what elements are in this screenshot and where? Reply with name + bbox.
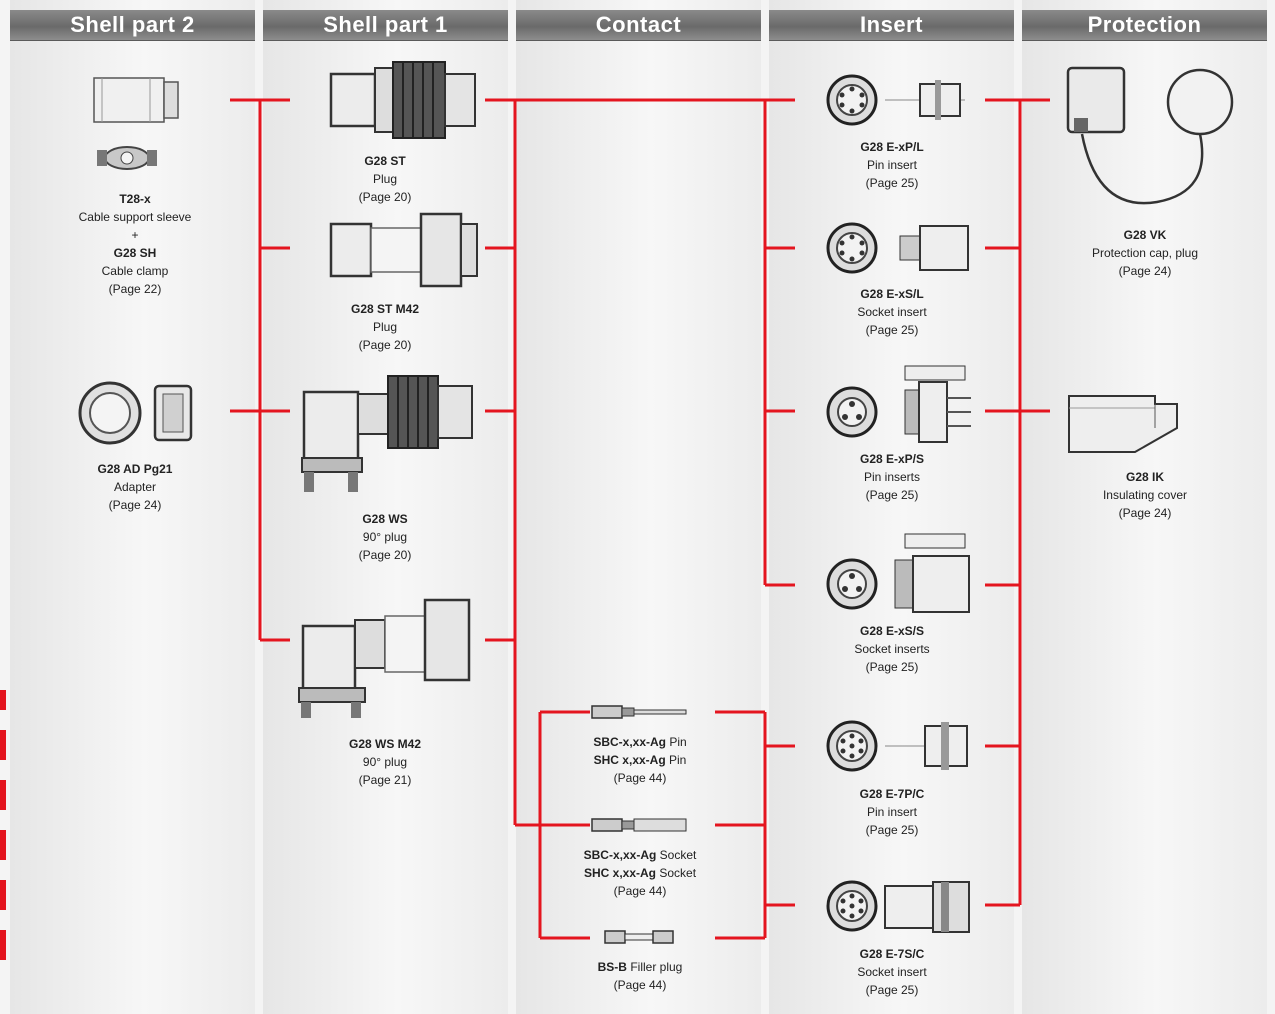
insulating-cover-image [1068,395,1178,453]
header-contact: Contact [516,10,761,40]
label-contact-pin: SBC-x,xx-Ag Pin SHC x,xx-Ag Pin (Page 44… [593,735,687,785]
column-shell-part-1 [263,0,508,1014]
label-g28ad: G28 AD Pg21 Adapter (Page 24) [97,462,173,512]
label-g28st: G28 ST Plug (Page 20) [358,154,412,204]
plug-st-m42-image [329,212,478,288]
pin-insert-l-image [826,74,965,126]
cable-support-sleeve-image [93,77,179,170]
contact-socket-image [591,818,687,832]
label-expl: G28 E-xP/L Pin insert (Page 25) [860,140,924,190]
adapter-image [78,381,193,445]
label-exsl: G28 E-xS/L Socket insert (Page 25) [857,287,927,337]
pin-insert-7pc-image [826,720,968,772]
header-shell-part-1: Shell part 1 [263,10,508,40]
label-filler-plug: BS-B Filler plug (Page 44) [597,960,683,992]
socket-inserts-s-image [826,533,970,613]
label-g28wsm42: G28 WS M42 90° plug (Page 21) [348,737,422,787]
plug-ws-m42-image [298,598,471,718]
column-insert [769,0,1014,1014]
header-protection: Protection [1022,10,1267,40]
header-insert: Insert [769,10,1014,40]
socket-insert-l-image [826,222,969,274]
label-exss: G28 E-xS/S Socket inserts (Page 25) [854,624,930,674]
socket-insert-7sc-image [826,880,970,933]
label-t28: T28-x Cable support sleeve + G28 SH Cabl… [78,192,192,296]
label-g28ws: G28 WS 90° plug (Page 20) [358,512,412,562]
label-g28ik: G28 IK Insulating cover (Page 24) [1102,470,1188,520]
plug-ws-image [301,375,473,492]
label-e7pc: G28 E-7P/C Pin insert (Page 25) [859,787,925,837]
label-exps: G28 E-xP/S Pin inserts (Page 25) [859,452,925,502]
column-protection [1022,0,1267,1014]
label-e7sc: G28 E-7S/C Socket insert (Page 25) [857,947,927,997]
filler-plug-image [604,930,674,944]
plug-st-image [329,61,476,139]
header-shell-part-2: Shell part 2 [10,10,255,40]
protection-cap-image [1066,66,1234,205]
edge-red-mark [0,690,6,960]
label-g28vk: G28 VK Protection cap, plug (Page 24) [1091,228,1199,278]
label-contact-socket: SBC-x,xx-Ag Socket SHC x,xx-Ag Socket (P… [583,848,697,898]
contact-pin-image [591,705,687,719]
column-contact [516,0,761,1014]
pin-inserts-s-image [826,365,971,443]
label-g28stm42: G28 ST M42 Plug (Page 20) [350,302,420,352]
